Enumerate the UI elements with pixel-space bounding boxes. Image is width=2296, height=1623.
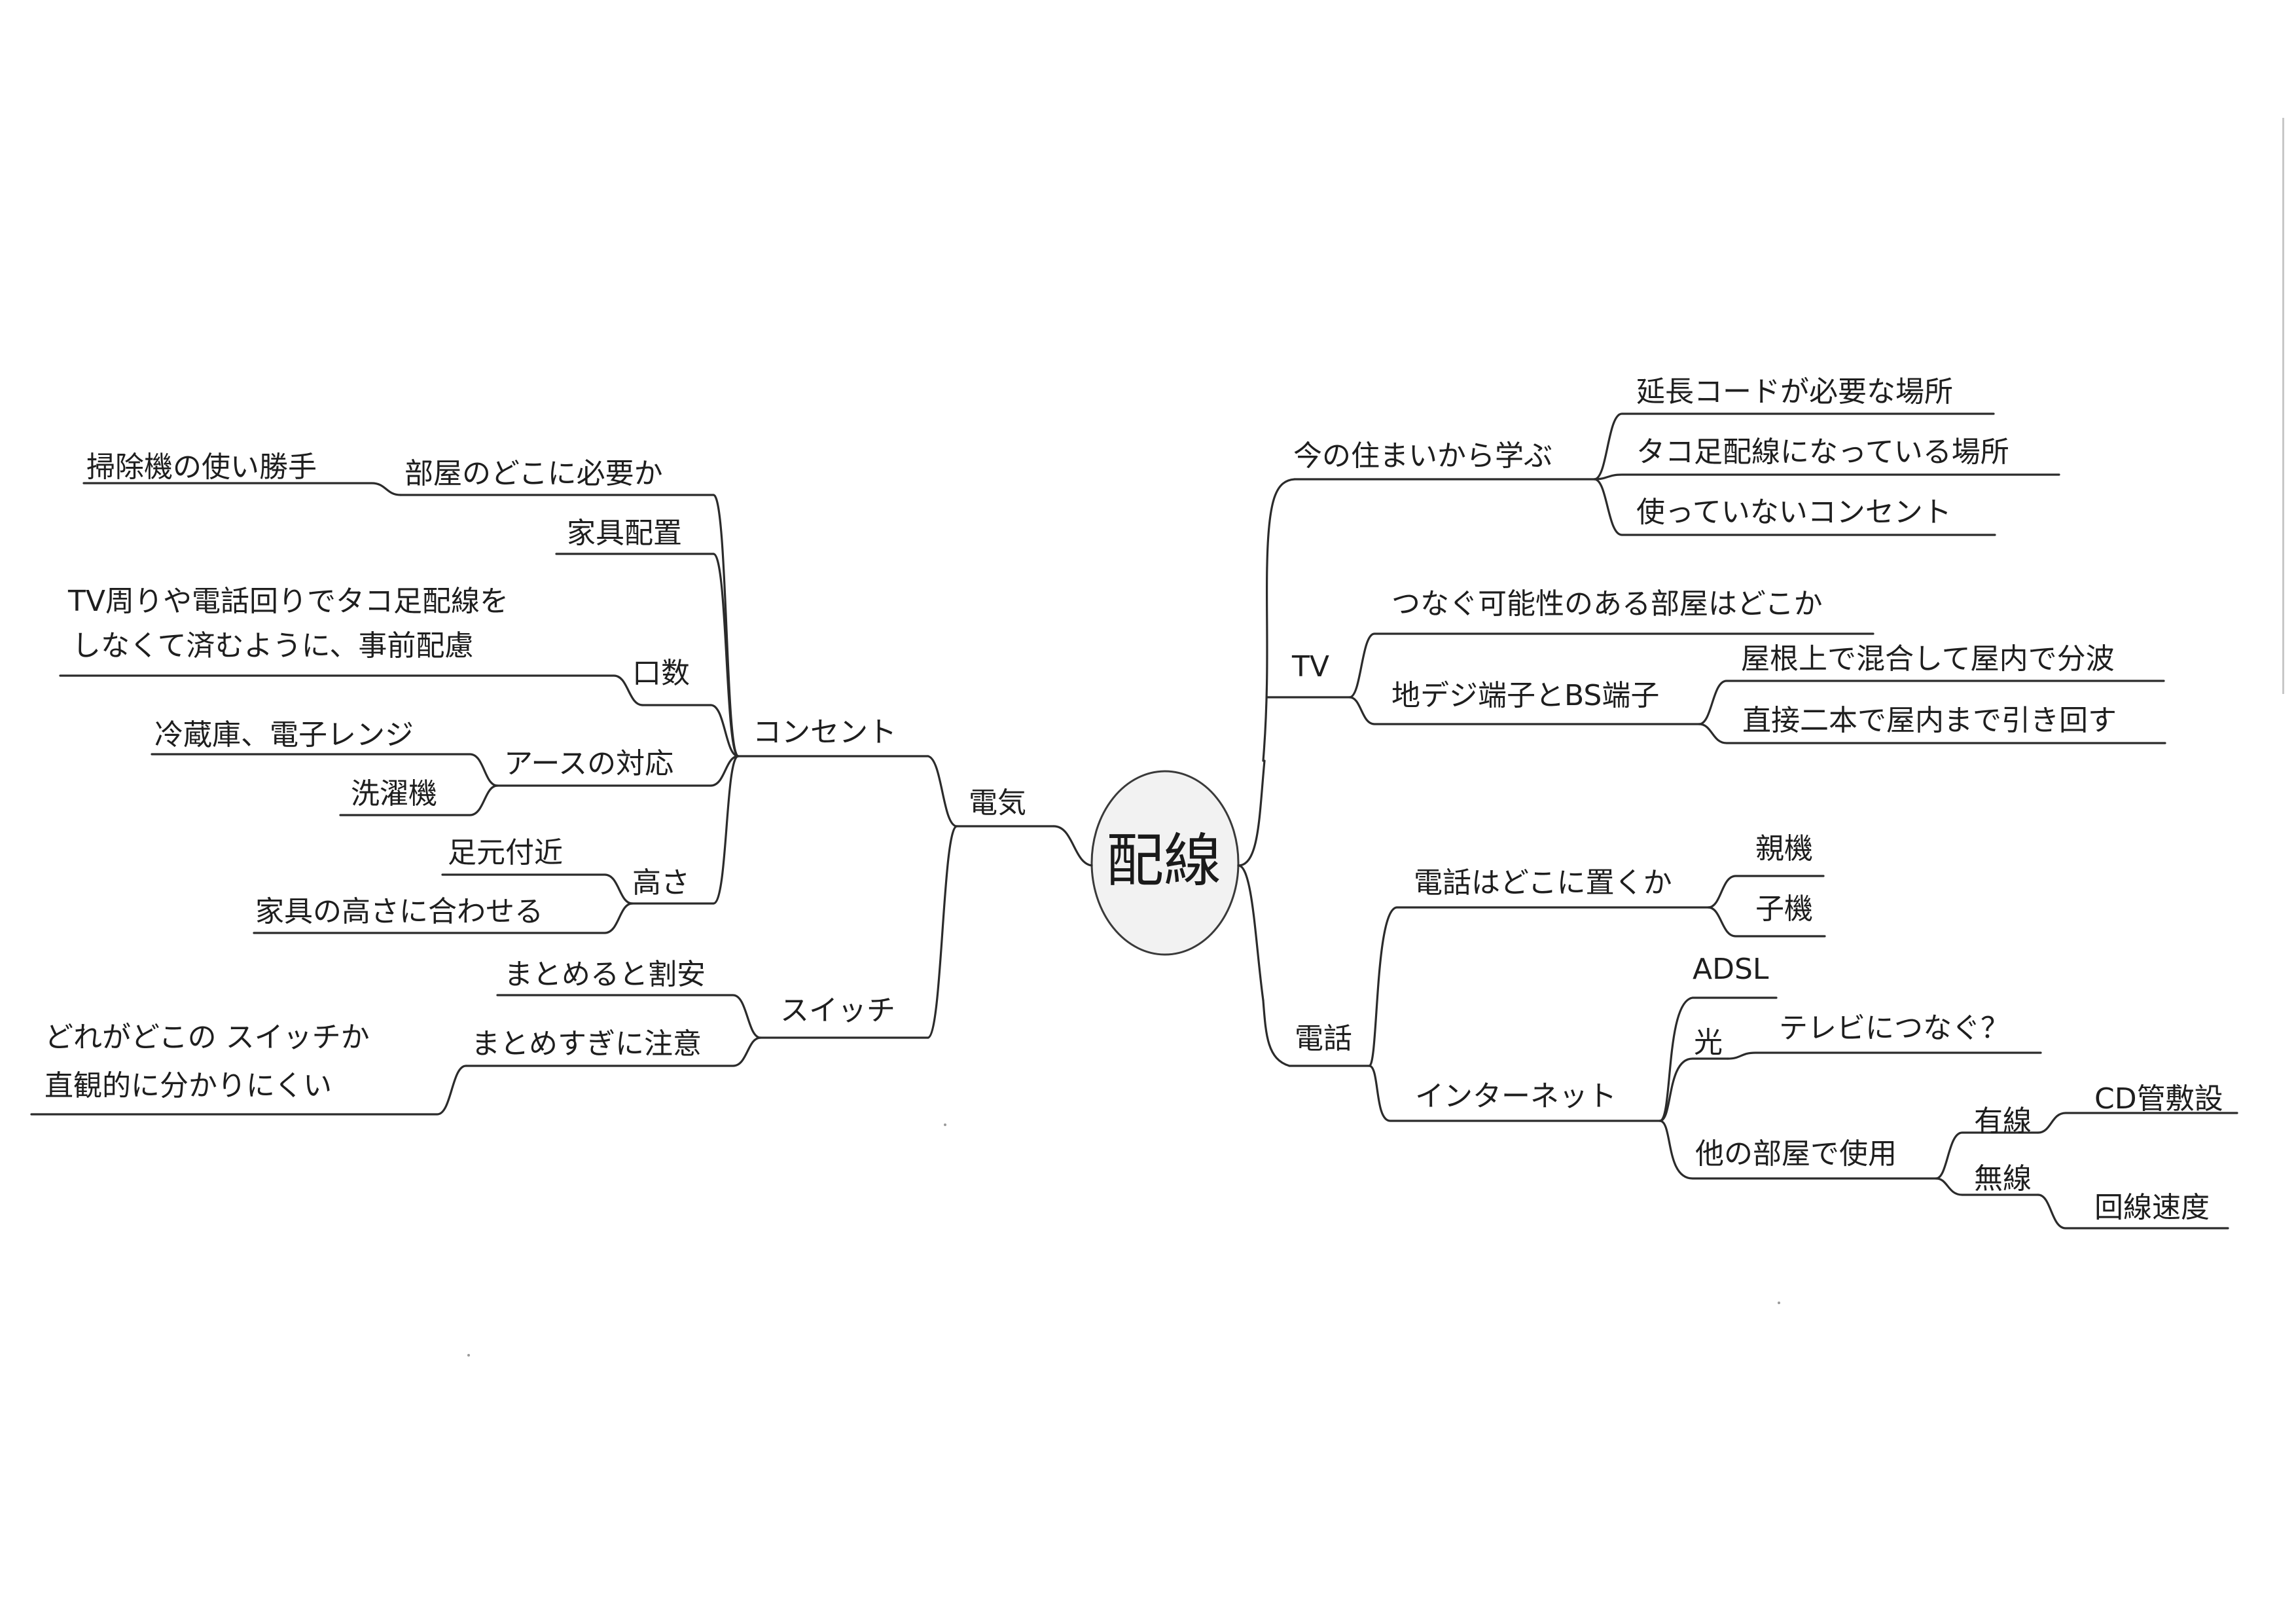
leaf-kagu-takasa: 家具の高さに合わせる [255,895,543,928]
center-node-label: 配線 [1106,827,1222,894]
leaf-koki: 子機 [1755,892,1813,926]
center-node [1090,770,1240,956]
node-musen: 無線 [1974,1162,2032,1195]
leaf-soujiki: 掃除機の使い勝手 [86,450,317,484]
node-denwa-oku: 電話はどこに置くか [1414,866,1672,900]
node-takasa: 高さ [632,866,690,900]
leaf-tsunagu-heya: つなぐ可能性のある部屋はどこか [1391,587,1823,621]
node-matomesugi: まとめすぎに注意 [471,1027,702,1061]
branch-consent: コンセント [753,716,897,749]
node-yuusen: 有線 [1974,1104,2032,1138]
node-earth: アースの対応 [504,747,674,780]
leaf-reizouko: 冷蔵庫、電子レンジ [154,718,414,752]
node-kagu-haichi: 家具配置 [567,517,682,550]
leaf-oyaki: 親機 [1755,832,1813,866]
note-switch-line1: どれがどこの スイッチか [45,1021,370,1054]
scan-speck [467,1354,470,1357]
node-kousuu: 口数 [632,657,690,690]
note-kousuu-line2: しなくて済むように、事前配慮 [72,629,474,663]
leaf-tsukawanai: 使っていないコンセント [1636,496,1952,529]
scan-speck [1778,1302,1780,1304]
node-hikari: 光 [1694,1026,1723,1059]
leaf-adsl: ADSL [1693,953,1769,986]
leaf-tako-ashi: タコ足配線になっている場所 [1636,435,2009,469]
leaf-cd-kan: CD管敷設 [2094,1082,2223,1116]
node-tanoheya: 他の部屋で使用 [1695,1137,1897,1171]
branch-ima-sumai: 今の住まいから学ぶ [1293,439,1552,473]
branch-denki: 電気 [969,786,1026,820]
leaf-enchou-code: 延長コードが必要な場所 [1636,375,1953,409]
branch-denwa: 電話 [1295,1022,1352,1055]
branch-tv: TV [1292,650,1329,684]
node-chideji-bs: 地デジ端子とBS端子 [1391,679,1660,712]
scan-speck [944,1123,946,1126]
leaf-chokusetsu: 直接二本で屋内まで引き回す [1742,704,2117,737]
leaf-kaisen-sokudo: 回線速度 [2094,1191,2210,1224]
scan-edge-shadow [2282,118,2284,694]
node-heya-doko: 部屋のどこに必要か [404,457,663,490]
leaf-matomeru: まとめると割安 [504,958,706,991]
note-kousuu-line1: TV周りや電話回りでタコ足配線を [68,585,509,618]
leaf-sentakuki: 洗濯機 [351,777,437,811]
leaf-ashimoto: 足元付近 [448,836,563,869]
leaf-yane-bunpa: 屋根上で混合して屋内で分波 [1741,642,2115,676]
leaf-terebi-tsunagu: テレビにつなぐ？ [1779,1012,2009,1045]
note-switch-line2: 直観的に分かりにくい [45,1069,332,1103]
branch-switch: スイッチ [780,994,895,1027]
node-internet: インターネット [1415,1080,1617,1113]
